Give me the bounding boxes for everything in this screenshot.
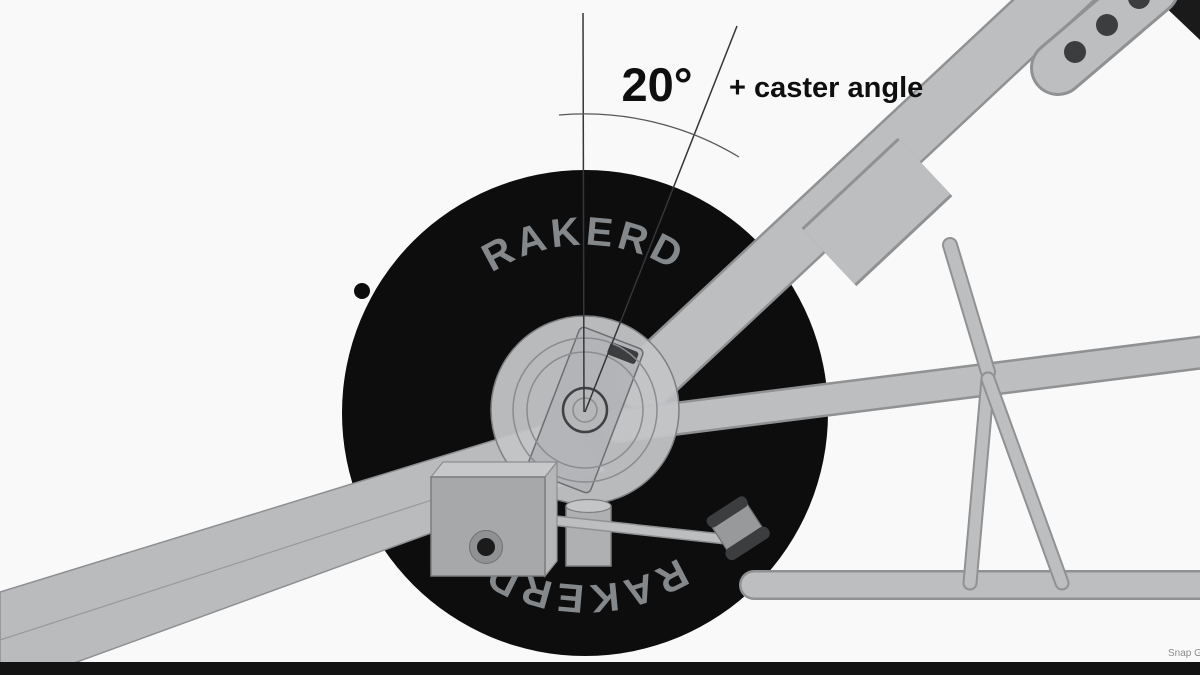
clamp-band-top [706,496,748,528]
vertical-reference-line [582,12,585,413]
caster-angle-label: + caster angle [729,72,923,104]
tire-valve-bump [354,283,370,299]
angle-arc [558,113,740,158]
hub-ring-outer [512,337,658,483]
fork-collar [803,140,951,284]
spindle-cylinder [565,505,612,567]
snap-grid-label[interactable]: Snap Gr [1168,648,1200,659]
tie-rod[interactable] [552,515,730,545]
upper-rail [603,338,1200,441]
caster-angle-annotation[interactable]: 20° + caster angle [558,12,923,413]
caster-angle-value: 20° [621,58,692,111]
bracket-hole-2 [1096,14,1118,36]
brace-right [982,373,1068,589]
box-side-face [544,460,558,578]
bracket-hole-1 [1064,41,1086,63]
caster-axis-line [584,25,738,413]
box-hole [477,538,495,556]
tie-rod-body [554,517,728,543]
steering-box[interactable] [429,460,559,578]
box-top-face [429,461,559,478]
brace-left [964,373,994,589]
bottom-bar [0,662,1200,675]
hub-ring-inner [572,397,598,423]
spindle-cylinder-top [565,498,612,514]
clamp-band-bottom [725,526,770,561]
bracket-hole-3 [1128,0,1150,9]
post-tube [944,239,994,378]
hub-ring-mid [526,351,644,469]
rod-end-clamp[interactable] [703,493,772,562]
